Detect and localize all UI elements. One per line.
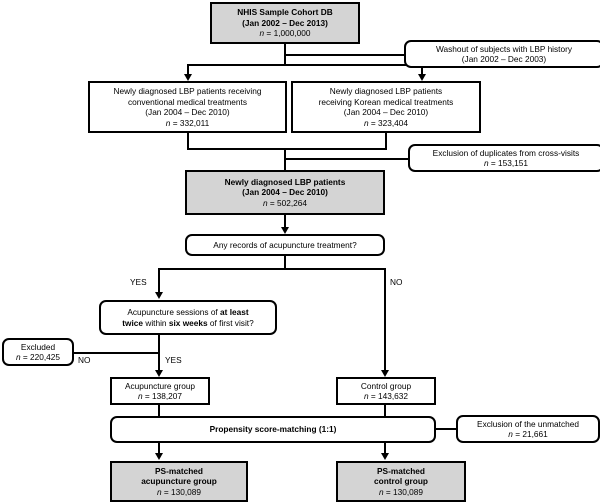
washout-line1: Washout of subjects with LBP history: [435, 43, 573, 54]
conventional-count: n = 332,011: [165, 117, 210, 128]
washout-line2: (Jan 2002 – Dec 2003): [461, 54, 547, 64]
node-cohort-db: NHIS Sample Cohort DB (Jan 2002 – Dec 20…: [210, 2, 360, 44]
connector-acupuncture-to-psm: [158, 405, 160, 418]
korean-line1: Newly diagnosed LBP patients: [329, 86, 443, 96]
duplicates-count: n = 153,151: [483, 158, 529, 168]
ps-acupuncture-count: n = 130,089: [156, 486, 202, 497]
newly-diagnosed-count: n = 502,264: [262, 197, 308, 208]
arrow-yes-to-acupuncture: [155, 370, 163, 377]
node-newly-diagnosed: Newly diagnosed LBP patients (Jan 2004 –…: [185, 170, 385, 215]
psm-line1: Propensity score-matching (1:1): [209, 424, 337, 435]
node-unmatched: Exclusion of the unmatched n = 21,661: [456, 415, 600, 443]
node-ps-acupuncture: PS-matched acupuncture group n = 130,089: [110, 461, 248, 502]
excluded-count: n = 220,425: [15, 352, 61, 362]
korean-line2: receiving Korean medical treatments: [318, 96, 454, 107]
connector-to-conventional: [187, 64, 189, 76]
node-duplicates: Exclusion of duplicates from cross-visit…: [408, 144, 600, 172]
connector-to-korean: [421, 64, 423, 76]
label-no-sessions: NO: [78, 355, 91, 365]
node-psm: Propensity score-matching (1:1): [110, 416, 436, 443]
decision-records-line1: Any records of acupuncture treatment?: [213, 239, 357, 250]
arrow-to-ps-control: [381, 453, 389, 460]
node-ps-control: PS-matched control group n = 130,089: [336, 461, 466, 502]
connector-merge-bar: [187, 148, 387, 150]
connector-psm-to-ps-control: [384, 443, 386, 455]
decision-sessions-line2: twice within six weeks of first visit?: [122, 317, 254, 328]
control-group-count: n = 143,632: [363, 391, 409, 401]
acupuncture-group-line1: Acupuncture group: [124, 380, 196, 391]
connector-decision-split-bar: [158, 268, 386, 270]
control-group-line1: Control group: [360, 380, 412, 391]
label-yes-records: YES: [130, 277, 147, 287]
node-control-group: Control group n = 143,632: [336, 377, 436, 405]
conventional-line1: Newly diagnosed LBP patients receiving: [113, 86, 262, 96]
node-washout: Washout of subjects with LBP history (Ja…: [404, 40, 600, 68]
connector-split-bar-top: [187, 64, 423, 66]
ps-control-count: n = 130,089: [378, 486, 424, 497]
conventional-line2: conventional medical treatments: [128, 96, 247, 107]
node-korean: Newly diagnosed LBP patients receiving K…: [291, 81, 481, 133]
connector-conventional-down: [187, 133, 189, 150]
duplicates-line1: Exclusion of duplicates from cross-visit…: [432, 147, 580, 158]
arrow-to-ps-acupuncture: [155, 453, 163, 460]
korean-line3: (Jan 2004 – Dec 2010): [343, 107, 429, 117]
connector-psm-to-ps-acupuncture: [158, 443, 160, 455]
ps-control-line2: control group: [374, 476, 428, 487]
connector-korean-down: [385, 133, 387, 150]
cohort-db-line1: NHIS Sample Cohort DB: [237, 7, 333, 18]
newly-diagnosed-line2: (Jan 2004 – Dec 2010): [242, 187, 328, 198]
acupuncture-group-count: n = 138,207: [137, 391, 183, 401]
excluded-line1: Excluded: [20, 341, 56, 352]
arrow-yes-to-sessions: [155, 292, 163, 299]
label-no-records: NO: [390, 277, 403, 287]
unmatched-line1: Exclusion of the unmatched: [477, 418, 579, 429]
node-decision-records: Any records of acupuncture treatment?: [185, 234, 385, 256]
cohort-db-count: n = 1,000,000: [259, 28, 311, 39]
unmatched-count: n = 21,661: [508, 429, 548, 439]
node-excluded: Excluded n = 220,425: [2, 338, 74, 366]
connector-no-to-excluded: [72, 352, 160, 354]
korean-count: n = 323,404: [363, 117, 409, 128]
arrow-to-korean: [418, 74, 426, 81]
connector-washout-link: [284, 54, 406, 56]
decision-sessions-line1: Acupuncture sessions of at least: [127, 307, 249, 317]
ps-control-line1: PS-matched: [377, 465, 425, 476]
ps-acupuncture-line2: acupuncture group: [141, 476, 217, 487]
arrow-to-decision-records: [281, 227, 289, 234]
arrow-to-conventional: [184, 74, 192, 81]
label-yes-sessions: YES: [165, 355, 182, 365]
node-conventional: Newly diagnosed LBP patients receiving c…: [88, 81, 287, 133]
cohort-db-line2: (Jan 2002 – Dec 2013): [242, 17, 328, 28]
connector-no-leg: [384, 268, 386, 372]
connector-yes-leg: [158, 268, 160, 294]
node-acupuncture-group: Acupuncture group n = 138,207: [110, 377, 210, 405]
connector-duplicates-link: [284, 158, 410, 160]
connector-newly-to-decision: [284, 215, 286, 229]
connector-control-to-psm: [384, 405, 386, 418]
connector-decision-stem: [284, 256, 286, 270]
node-decision-sessions: Acupuncture sessions of at least twice w…: [99, 300, 277, 335]
ps-acupuncture-line1: PS-matched: [155, 465, 203, 476]
connector-unmatched-link: [434, 428, 458, 430]
arrow-no-to-control: [381, 370, 389, 377]
newly-diagnosed-line1: Newly diagnosed LBP patients: [224, 176, 346, 187]
conventional-line3: (Jan 2004 – Dec 2010): [145, 107, 230, 117]
